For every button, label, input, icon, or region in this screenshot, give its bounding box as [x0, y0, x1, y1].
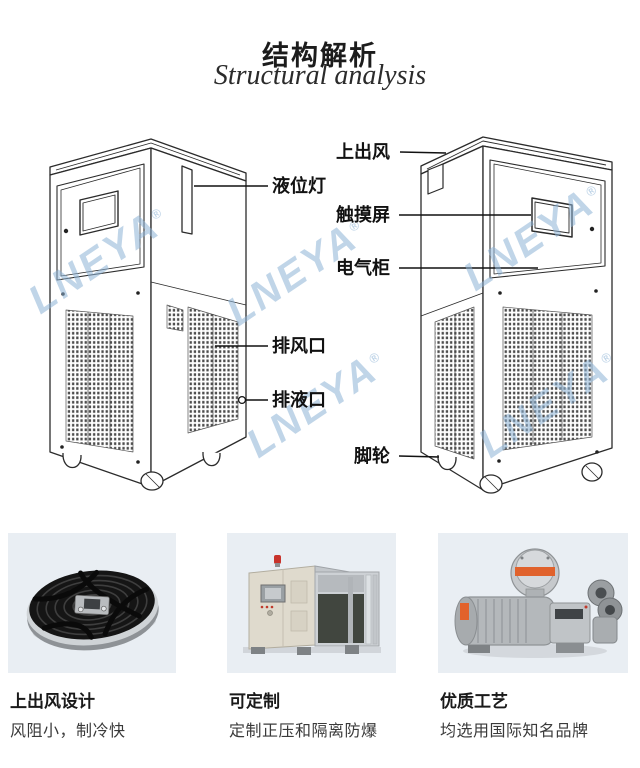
axial-fan-photo: [8, 533, 176, 673]
feature-top-air-outlet-design: 上出风设计 风阻小，制冷快: [8, 533, 176, 741]
feature-title: 上出风设计: [10, 692, 95, 711]
callout-top-air-outlet: 上出风: [336, 142, 390, 162]
feature-title: 可定制: [229, 692, 280, 711]
callout-lines: [194, 151, 538, 458]
feature-quality-craft: 优质工艺 均选用国际知名品牌: [438, 533, 628, 741]
callout-liquid-level-light: 液位灯: [272, 176, 326, 196]
callout-touch-screen: 触摸屏: [336, 205, 390, 225]
feature-customizable: 可定制 定制正压和隔离防爆: [227, 533, 396, 741]
feature-desc: 风阻小，制冷快: [10, 723, 126, 740]
page-title: 结构解析: [262, 41, 378, 71]
explosion-proof-unit-photo: [227, 533, 396, 673]
callout-electrical-cabinet: 电气柜: [336, 258, 390, 278]
feature-desc: 均选用国际知名品牌: [440, 723, 589, 740]
machines-diagram: [49, 136, 613, 494]
callout-exhaust-vent: 排风口: [272, 336, 326, 356]
feature-title: 优质工艺: [440, 692, 508, 711]
page-subtitle: Structural analysis: [213, 60, 427, 91]
callout-drain-port: 排液口: [272, 390, 326, 410]
left-machine-drawing: [49, 138, 247, 491]
callout-casters: 脚轮: [354, 446, 390, 466]
pump-motor-photo: [438, 533, 628, 673]
right-machine-drawing: [420, 136, 613, 494]
feature-desc: 定制正压和隔离防爆: [229, 723, 378, 740]
